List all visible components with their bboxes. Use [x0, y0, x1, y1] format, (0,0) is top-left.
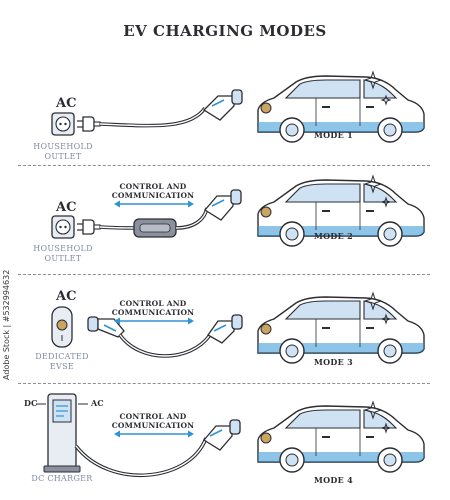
source-type-label: DEDICATED EVSE: [27, 352, 97, 372]
mode-2-row: AC HOUSEHOLD OUTLET CONTROL AND COMMUNIC…: [0, 168, 450, 278]
comm-line-2: COMMUNICATION: [111, 308, 195, 317]
plug-icon: [77, 219, 101, 235]
comm-line-2: COMMUNICATION: [111, 421, 195, 430]
dc-input-label: DC: [24, 398, 38, 408]
ev-connector-icon: [204, 189, 242, 221]
sparkle-icon: [363, 291, 392, 325]
source-current-label: AC: [56, 96, 77, 111]
source-current-label: AC: [56, 200, 77, 215]
mode-3-row: AC DEDICATED EVSE CONTROL AND COMMUNICAT…: [0, 277, 450, 387]
source-type-line-2: OUTLET: [44, 254, 82, 263]
mode-1-row: AC HOUSEHOLD OUTLET MODE 1: [0, 60, 450, 170]
double-arrow-icon: [114, 430, 194, 438]
mode-label: MODE 1: [314, 130, 354, 140]
wall-outlet-icon: [51, 215, 75, 239]
source-type-line-2: EVSE: [49, 362, 75, 371]
page-title: EV CHARGING MODES: [123, 22, 327, 40]
comm-line-1: CONTROL AND: [119, 299, 187, 308]
mode-divider: [18, 383, 430, 384]
source-type-line-2: OUTLET: [44, 152, 82, 161]
source-current-label: AC: [56, 289, 77, 304]
evse-wallbox-icon: [51, 306, 73, 348]
charging-cable: [74, 437, 208, 477]
source-type-label: HOUSEHOLD OUTLET: [28, 244, 98, 264]
comm-line-1: CONTROL AND: [119, 412, 187, 421]
control-communication-label: CONTROL AND COMMUNICATION: [98, 412, 208, 430]
charging-cable: [99, 106, 207, 128]
ev-connector-icon: [203, 419, 241, 451]
comm-line-1: CONTROL AND: [119, 182, 187, 191]
electric-car-icon: [257, 179, 425, 247]
ev-connector-icon: [202, 89, 243, 121]
mode-label: MODE 3: [314, 357, 354, 367]
mode-label: MODE 4: [314, 475, 354, 485]
double-arrow-icon: [114, 200, 194, 208]
mode-2-illustration: [51, 174, 425, 247]
mode-4-illustration: [36, 393, 425, 477]
source-type-line-1: DC CHARGER: [31, 474, 93, 483]
ev-connector-icon: [207, 314, 243, 344]
mode-divider: [18, 165, 430, 166]
in-cable-control-box-icon: [133, 218, 177, 238]
double-arrow-icon: [114, 317, 194, 325]
mode-label: MODE 2: [314, 231, 354, 241]
wall-outlet-icon: [51, 112, 75, 136]
control-communication-label: CONTROL AND COMMUNICATION: [98, 182, 208, 200]
sparkle-icon: [363, 400, 392, 434]
source-type-label: HOUSEHOLD OUTLET: [28, 142, 98, 162]
sparkle-icon: [363, 70, 392, 106]
source-type-line-1: DEDICATED: [35, 352, 89, 361]
source-type-label: DC CHARGER: [27, 474, 97, 484]
stock-watermark: Adobe Stock | #532994632: [2, 269, 11, 380]
ac-output-label: AC: [91, 398, 104, 408]
source-type-line-1: HOUSEHOLD: [33, 142, 93, 151]
sparkle-icon: [363, 174, 392, 208]
ev-connector-icon: [87, 316, 125, 338]
comm-line-2: COMMUNICATION: [111, 191, 195, 200]
dc-charger-icon: [36, 393, 88, 473]
mode-divider: [18, 274, 430, 275]
plug-icon: [77, 116, 101, 132]
source-type-line-1: HOUSEHOLD: [33, 244, 93, 253]
electric-car-icon: [257, 296, 425, 364]
control-communication-label: CONTROL AND COMMUNICATION: [98, 299, 208, 317]
mode-4-row: DC AC DC CHARGER CONTROL AND COMMUNICATI…: [0, 386, 450, 496]
electric-car-icon: [257, 405, 425, 473]
mode-1-illustration: [51, 70, 425, 143]
charging-cable: [118, 333, 212, 358]
electric-car-icon: [257, 75, 425, 143]
mode-3-illustration: [51, 291, 425, 364]
